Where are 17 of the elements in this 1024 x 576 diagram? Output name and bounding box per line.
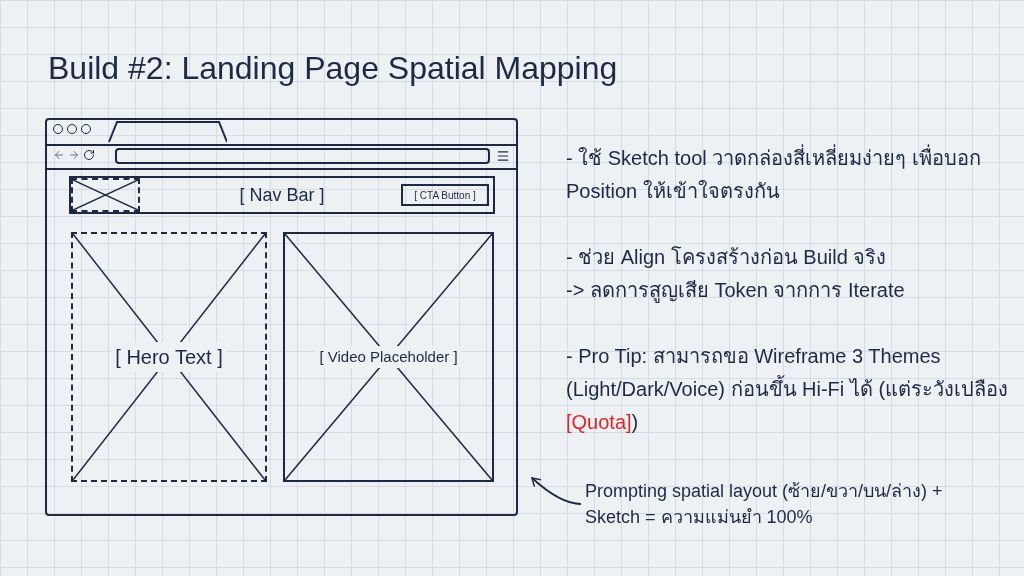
tip-text: - Pro Tip: สามารถขอ Wireframe 3 Themes (Light/Dark/Voice) ก่อนขึ้น Hi-Fi ได้ (แต่ระวังเปลือง [Quota]): [566, 344, 1010, 435]
hero-section-box: [71, 232, 267, 482]
nav-bar-label: [ Nav Bar ]: [238, 183, 326, 207]
title: Build #2: Landing Page Spatial Mapping: [48, 49, 618, 88]
browser-window: [45, 118, 518, 516]
cta-button: [401, 184, 489, 206]
video-section-box-label: [ Video Placeholder ]: [315, 345, 462, 369]
hero-section-box-label: [ Hero Text ]: [111, 342, 227, 372]
arrow: [531, 477, 582, 505]
annotation-text-label: Prompting spatial layout (ซ้าย/ขวา/บน/ล่าง) + Sketch = ความแม่นยำ 100%: [585, 481, 943, 527]
image-placeholder: [71, 178, 140, 212]
tip-text: -> ลดการสูญเสีย Token จากการ Iterate: [566, 278, 906, 305]
tip-text: - ใช้ Sketch tool วาดกล่องสี่เหลี่ยมง่ายๆ เพื่อบอก Position ให้เข้าใจตรงกัน: [566, 142, 1016, 208]
tip-text: - ช่วย Align โครงสร้างก่อน Build จริง: [566, 245, 888, 270]
cta-button-label: [ CTA Button ]: [414, 188, 476, 203]
video-section-box: [283, 232, 494, 482]
nav-bar: [69, 176, 495, 214]
